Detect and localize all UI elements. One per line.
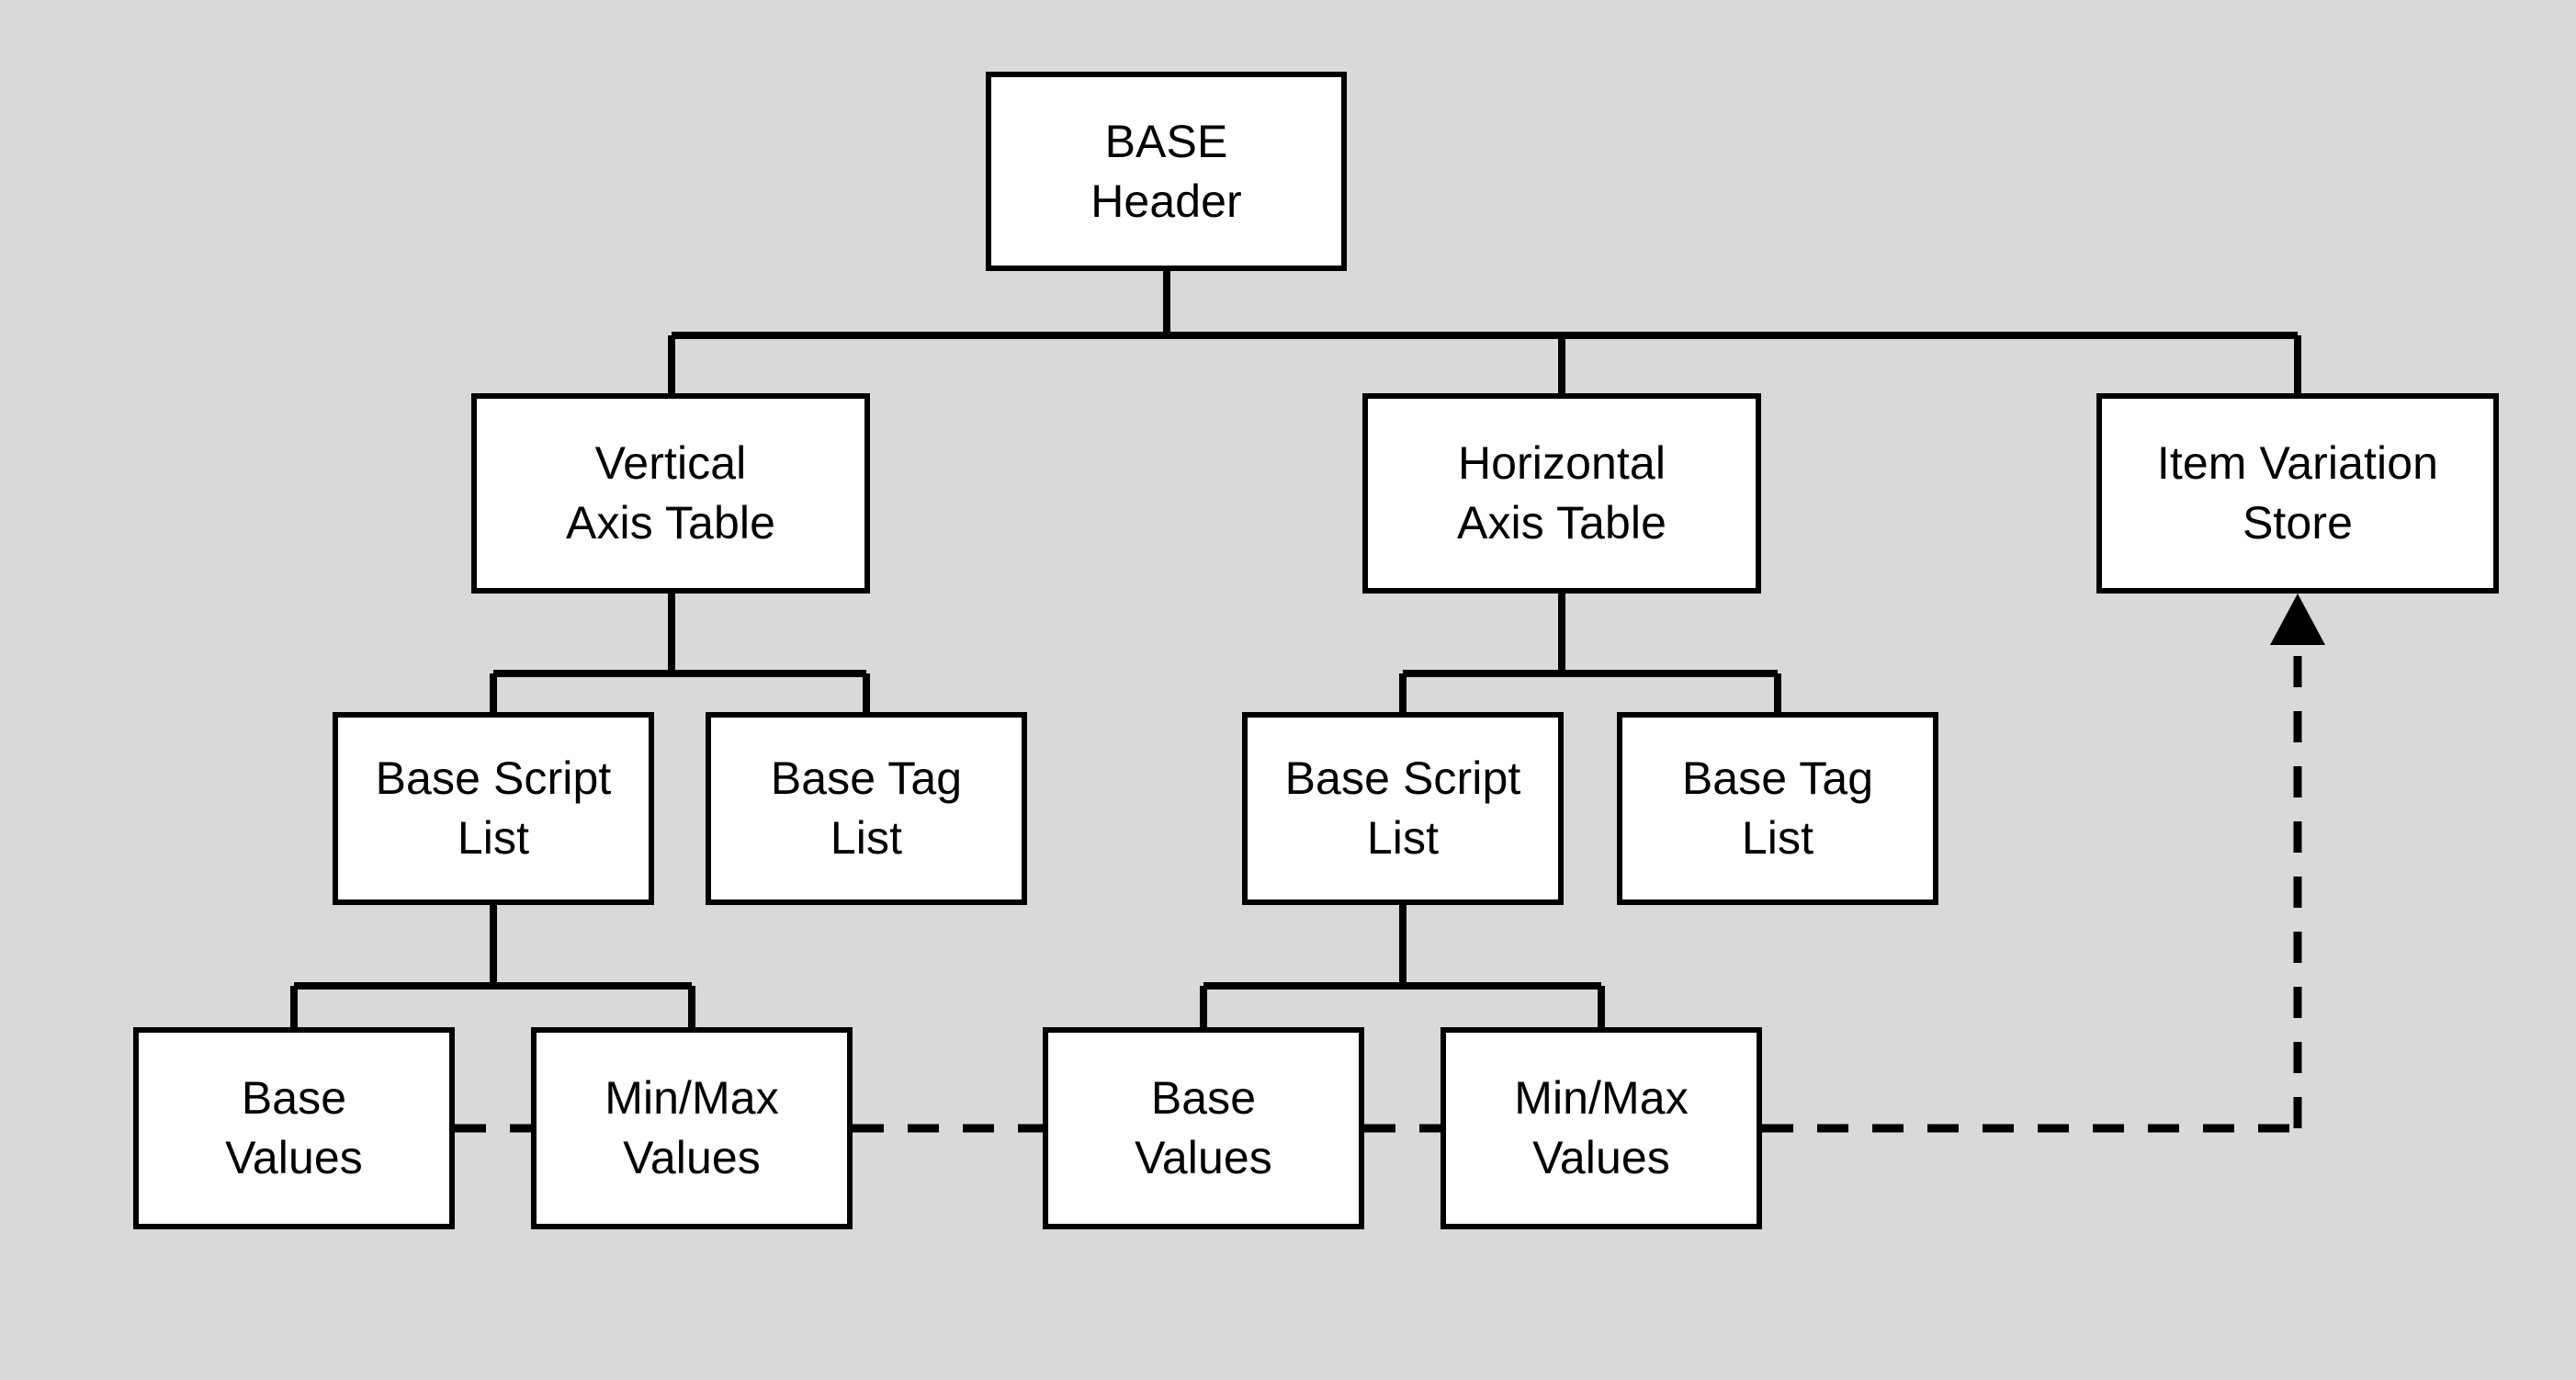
node-base-values-left-label-line1: Base xyxy=(241,1072,347,1124)
node-base-tag-list-left-label-line2: List xyxy=(830,812,903,864)
node-horizontal-axis-table[interactable]: Horizontal Axis Table xyxy=(1362,393,1761,594)
node-base-script-list-left-label-line2: List xyxy=(457,812,530,864)
node-base-values-right-label-line2: Values xyxy=(1135,1132,1272,1183)
node-base-tag-list-left[interactable]: Base Tag List xyxy=(706,712,1027,905)
node-vertical-axis-table-label-line2: Axis Table xyxy=(566,497,775,549)
node-base-header[interactable]: BASE Header xyxy=(986,72,1347,271)
node-base-script-list-left-label-line1: Base Script xyxy=(375,752,612,804)
node-vertical-axis-table-label-line1: Vertical xyxy=(594,437,747,489)
node-base-tag-list-right[interactable]: Base Tag List xyxy=(1617,712,1938,905)
node-item-variation-store-label-line2: Store xyxy=(2242,497,2353,549)
node-base-header-label-line1: BASE xyxy=(1104,115,1228,167)
node-vertical-axis-table[interactable]: Vertical Axis Table xyxy=(471,393,870,594)
connector-dashed-values-chain xyxy=(455,632,2302,1133)
node-base-script-list-right-label-line1: Base Script xyxy=(1284,752,1521,804)
node-base-tag-list-left-label-line1: Base Tag xyxy=(770,752,963,804)
node-base-values-left-label-line2: Values xyxy=(225,1132,363,1183)
node-item-variation-store-label-line1: Item Variation xyxy=(2156,437,2439,489)
node-base-script-list-left[interactable]: Base Script List xyxy=(333,712,654,905)
connector-header-to-row2 xyxy=(668,271,2301,393)
node-horizontal-axis-table-label-line2: Axis Table xyxy=(1457,497,1666,549)
node-horizontal-axis-table-label-line1: Horizontal xyxy=(1457,437,1666,489)
node-min-max-values-left-label-line1: Min/Max xyxy=(604,1072,779,1124)
node-base-values-left[interactable]: Base Values xyxy=(133,1027,455,1229)
node-item-variation-store[interactable]: Item Variation Store xyxy=(2096,393,2499,594)
node-base-tag-list-right-label-line1: Base Tag xyxy=(1681,752,1874,804)
node-base-values-right-label-line1: Base xyxy=(1150,1072,1257,1124)
node-base-header-label-line2: Header xyxy=(1090,175,1242,227)
node-base-script-list-right-label-line2: List xyxy=(1366,812,1440,864)
node-min-max-values-right-label-line2: Values xyxy=(1532,1132,1670,1183)
connector-vertical-axis-to-children xyxy=(490,594,870,712)
node-base-tag-list-right-label-line2: List xyxy=(1741,812,1814,864)
arrowhead-into-item-variation-store xyxy=(2270,594,2325,645)
connector-horizontal-axis-to-children xyxy=(1399,594,1781,712)
node-min-max-values-left-label-line2: Values xyxy=(623,1132,761,1183)
node-base-values-right[interactable]: Base Values xyxy=(1043,1027,1364,1229)
connector-script-list-right-to-values xyxy=(1200,905,1605,1027)
node-min-max-values-right-label-line1: Min/Max xyxy=(1514,1072,1689,1124)
node-min-max-values-left[interactable]: Min/Max Values xyxy=(531,1027,853,1229)
node-min-max-values-right[interactable]: Min/Max Values xyxy=(1441,1027,1762,1229)
connector-script-list-left-to-values xyxy=(290,905,695,1027)
node-base-script-list-right[interactable]: Base Script List xyxy=(1242,712,1564,905)
